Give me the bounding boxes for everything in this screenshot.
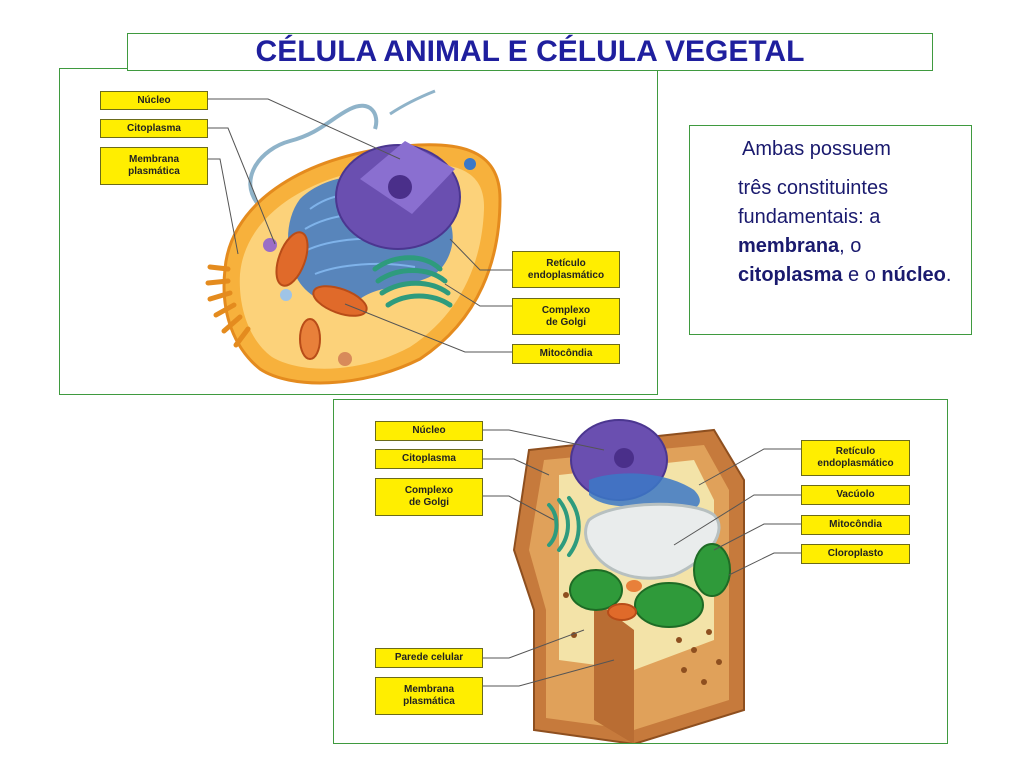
page-title: CÉLULA ANIMAL E CÉLULA VEGETAL: [255, 35, 805, 68]
microvilli: [205, 264, 251, 348]
vacuole: [584, 502, 721, 580]
nucleus-cut: [360, 141, 455, 214]
info-box: Ambas possuem três constituintes fundame…: [689, 125, 972, 335]
label-golgi: Complexo de Golgi: [375, 478, 483, 516]
nucleolus: [388, 175, 412, 199]
endoplasmic-reticulum: [589, 473, 700, 512]
info-line-1: Ambas possuem: [742, 138, 891, 160]
nucleolus: [614, 448, 634, 468]
label-membrana: Membrana plasmática: [100, 147, 208, 185]
label-mitocondria: Mitocôndia: [512, 344, 620, 364]
label-parede: Parede celular: [375, 648, 483, 668]
plant-cell-panel: Núcleo Citoplasma Complexo de Golgi Retí…: [333, 399, 948, 744]
label-citoplasma: Citoplasma: [375, 449, 483, 469]
plasmodesmata: [563, 592, 722, 685]
leader-lines: [483, 429, 801, 687]
label-reticulo: Retículo endoplasmático: [801, 440, 910, 476]
info-sep-2: e o: [842, 264, 876, 286]
label-membrana: Membrana plasmática: [375, 677, 483, 715]
vesicle-1: [263, 238, 277, 252]
vesicle-2: [280, 289, 292, 301]
label-mitocondria: Mitocôndia: [801, 515, 910, 535]
mitochondrion-1: [607, 603, 637, 621]
mitochondrion-1: [275, 231, 309, 287]
vesicle-3: [338, 352, 352, 366]
term-nucleo: núcleo: [881, 264, 946, 286]
leader-lines: [208, 98, 512, 353]
title-box: CÉLULA ANIMAL E CÉLULA VEGETAL: [127, 33, 933, 71]
cilium-strand: [248, 103, 379, 206]
mitochondrion-2: [626, 580, 642, 592]
chloroplast-1: [569, 569, 623, 611]
mitochondrion-2: [312, 285, 368, 317]
label-golgi: Complexo de Golgi: [512, 298, 620, 335]
term-membrana: membrana: [738, 235, 840, 257]
cilium-strand-2: [389, 89, 436, 116]
label-vacuolo: Vacúolo: [801, 485, 910, 505]
info-sep-1: , o: [839, 235, 862, 257]
golgi-apparatus: [372, 255, 453, 308]
chloroplast-2: [634, 582, 704, 628]
info-end: .: [945, 264, 952, 286]
plant-cell-illustration: [483, 419, 801, 743]
info-body: três constituintes fundamentais: a membr…: [738, 174, 968, 290]
vesicle-4: [464, 158, 476, 170]
term-citoplasma: citoplasma: [738, 264, 843, 286]
chloroplast-3: [693, 543, 731, 597]
label-nucleo: Núcleo: [375, 421, 483, 441]
label-citoplasma: Citoplasma: [100, 119, 208, 138]
label-reticulo: Retículo endoplasmático: [512, 251, 620, 288]
label-cloroplasto: Cloroplasto: [801, 544, 910, 564]
golgi-apparatus: [547, 496, 581, 557]
animal-cell-illustration: [205, 89, 512, 385]
label-nucleo: Núcleo: [100, 91, 208, 110]
animal-cell-panel: Núcleo Citoplasma Membrana plasmática Re…: [59, 68, 658, 395]
mitochondrion-3: [299, 318, 321, 360]
info-line-2: três constituintes fundamentais: a: [738, 177, 889, 228]
wall-front-face: [594, 600, 634, 743]
